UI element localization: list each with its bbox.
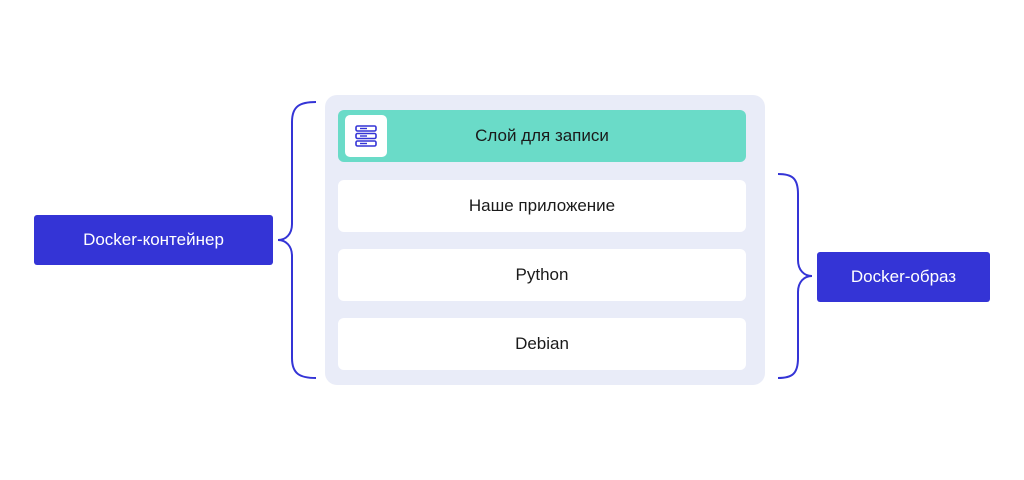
layer-writable: Слой для записи xyxy=(338,110,746,162)
layer-stack: Слой для записи Наше приложение Python D… xyxy=(325,95,765,385)
layer-label: Слой для записи xyxy=(475,126,609,145)
server-stack-icon xyxy=(345,115,387,157)
layer-label: Python xyxy=(515,265,569,284)
layer-application: Наше приложение xyxy=(338,180,746,232)
docker-container-label: Docker-контейнер xyxy=(34,215,273,265)
image-brace xyxy=(777,173,813,379)
layer-label: Наше приложение xyxy=(468,196,616,215)
layer-debian: Debian xyxy=(338,318,746,370)
docker-image-label: Docker-образ xyxy=(817,252,990,302)
layer-python: Python xyxy=(338,249,746,301)
layer-label: Debian xyxy=(515,334,569,353)
container-brace xyxy=(277,101,317,379)
